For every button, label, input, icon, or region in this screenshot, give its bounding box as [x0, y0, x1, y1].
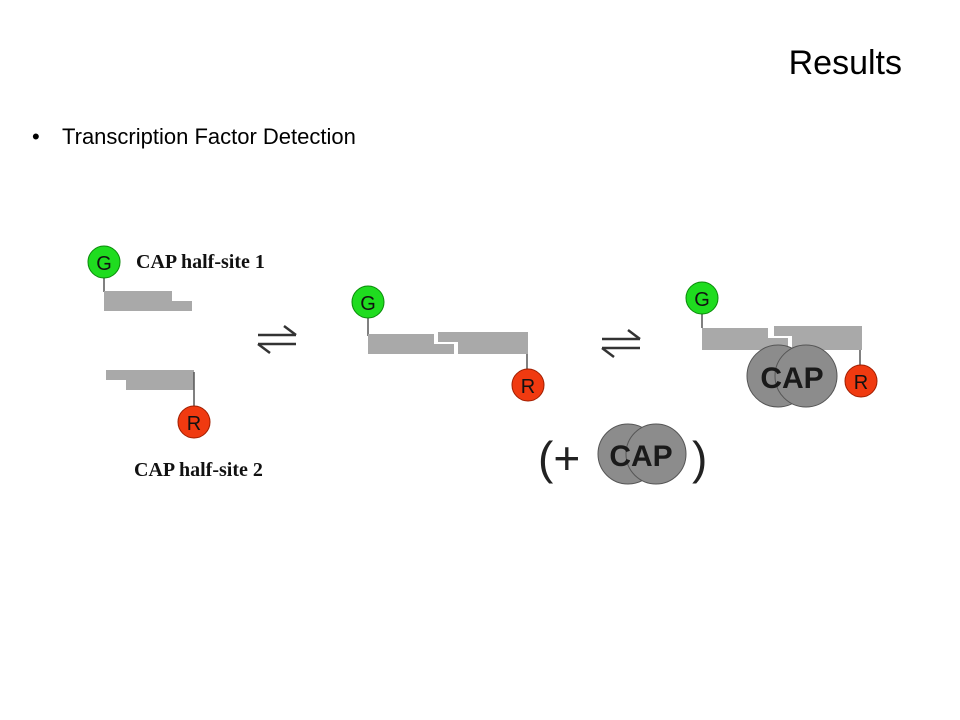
red-fluorophore-label: R: [521, 376, 535, 398]
cap-protein-label: CAP: [760, 362, 823, 395]
bullet-text: Transcription Factor Detection: [62, 124, 356, 149]
dna-strand: [104, 291, 172, 301]
dna-strand: [438, 332, 528, 342]
cap-protein-label: CAP: [609, 440, 672, 473]
plus-open-paren: (+: [538, 432, 580, 484]
red-fluorophore-label: R: [854, 372, 868, 394]
green-fluorophore: [685, 281, 719, 315]
dna-strand: [368, 344, 454, 354]
equilibrium-arrow-icon: [601, 329, 641, 358]
cap-protein-subunit: [625, 423, 687, 485]
red-fluorophore-label: R: [187, 413, 201, 435]
dna-strand: [106, 370, 194, 380]
dna-strand: [104, 301, 192, 311]
equilibrium-arrow-icon: [257, 325, 297, 354]
cap-protein-subunit: [774, 344, 838, 408]
free-cap-group: (+ CAP ): [538, 423, 707, 485]
bullet-item: • Transcription Factor Detection: [32, 124, 356, 150]
green-fluorophore-label: G: [96, 253, 112, 275]
half-site-1-group: G CAP half-site 1: [87, 245, 265, 311]
slide-title: Results: [788, 44, 902, 82]
red-fluorophore: [177, 405, 211, 439]
green-fluorophore: [351, 285, 385, 319]
dna-strand: [458, 342, 528, 354]
half-site-1-label: CAP half-site 1: [136, 251, 265, 273]
green-fluorophore-label: G: [694, 289, 710, 311]
dna-strand: [126, 380, 194, 390]
red-fluorophore: [844, 364, 878, 398]
half-site-2-group: R CAP half-site 2: [106, 370, 263, 481]
half-site-2-label: CAP half-site 2: [134, 459, 263, 481]
close-paren: ): [692, 432, 707, 484]
dna-strand: [702, 328, 768, 338]
dna-strand: [774, 326, 862, 336]
green-fluorophore: [87, 245, 121, 279]
cap-bound-duplex-group: G CAP R: [685, 281, 878, 408]
red-fluorophore: [511, 368, 545, 402]
dna-strand: [368, 334, 434, 344]
green-fluorophore-label: G: [360, 293, 376, 315]
bullet-marker: •: [32, 124, 40, 149]
annealed-duplex-group: G R: [351, 285, 545, 402]
